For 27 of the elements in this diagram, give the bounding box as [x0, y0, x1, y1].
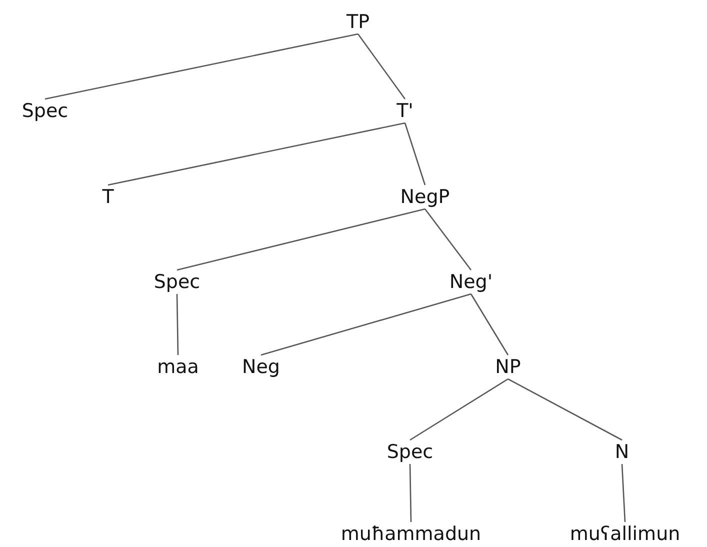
tree-label: Neg' [448, 270, 494, 294]
tree-label: TP [345, 10, 371, 34]
tree-label: NP [494, 355, 522, 379]
tree-label: Neg [241, 355, 281, 379]
tree-branch [357, 34, 406, 100]
tree-label: N [614, 440, 630, 464]
tree-branch [260, 293, 472, 356]
tree-label: muʕallimun [568, 522, 682, 546]
tree-branch [108, 122, 406, 186]
tree-label: Spec [386, 440, 434, 464]
tree-label: NegP [399, 185, 451, 209]
tree-branch [424, 208, 472, 270]
tree-branch [176, 208, 426, 271]
tree-label: maa [156, 355, 200, 379]
tree-label: Spec [20, 99, 70, 123]
tree-branch [508, 378, 622, 441]
tree-label: T' [396, 99, 414, 123]
tree-branch [44, 33, 358, 100]
tree-label: T [101, 185, 115, 209]
tree-branch [621, 464, 626, 522]
tree-branch [409, 464, 412, 522]
tree-branch [470, 294, 509, 356]
tree-branch [404, 122, 426, 186]
tree-branch [410, 378, 508, 441]
tree-label: muħammadun [340, 522, 482, 546]
tree-label: Spec [152, 270, 202, 294]
tree-branch [176, 294, 179, 356]
